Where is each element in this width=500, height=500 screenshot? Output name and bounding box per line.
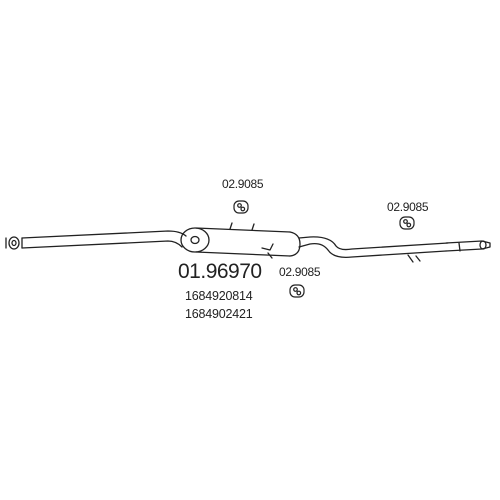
middle-silencer [180,222,301,259]
rear-pipe [298,236,449,263]
front-pipe [21,230,187,249]
hanger-icon [233,200,249,214]
hardware-label: 02.9085 [387,200,429,214]
oem-number: 1684920814 [185,289,253,303]
front-flange [5,236,23,250]
hanger-icon [399,216,415,230]
oem-number: 1684902421 [185,307,253,321]
hanger-icon [289,284,305,298]
main-part-number: 01.96970 [178,260,262,283]
hardware-label: 02.9085 [222,177,264,191]
tail-pipe [445,240,491,252]
hardware-label: 02.9085 [279,265,321,279]
